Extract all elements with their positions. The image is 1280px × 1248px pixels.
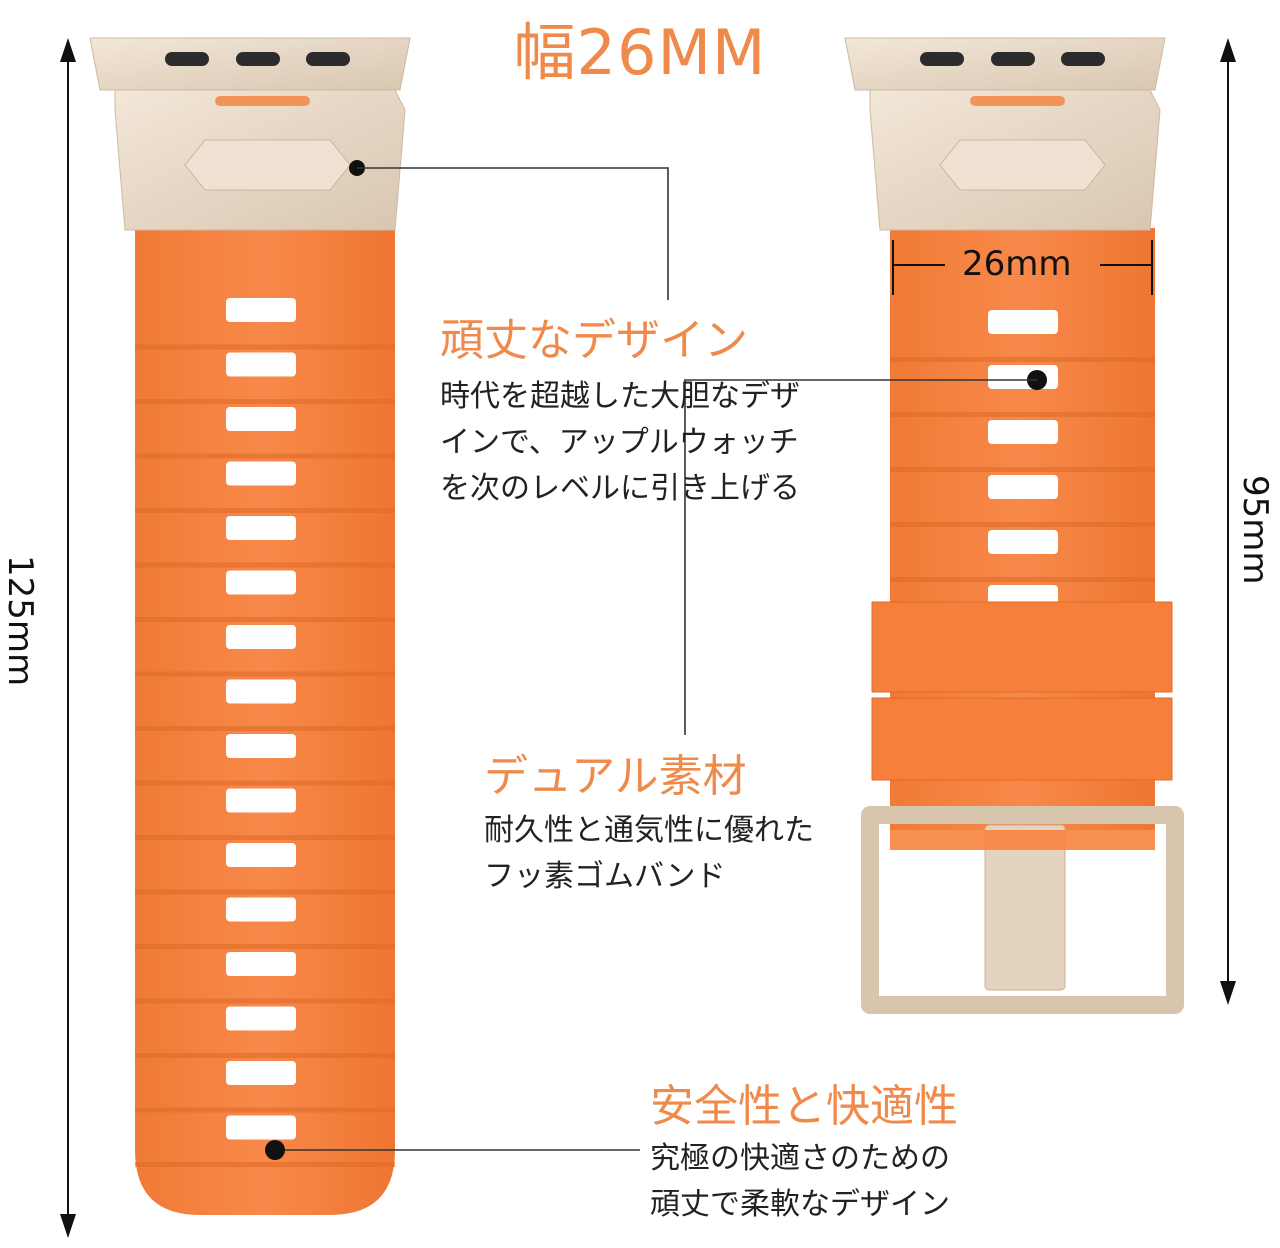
band-hole	[226, 516, 296, 540]
long-band	[89, 37, 411, 1215]
feature-safety-comfort: 安全性と快適性 究極の快適さのための 頑丈で柔軟なデザイン	[650, 1070, 958, 1228]
band-hole	[988, 420, 1058, 444]
band-hole	[226, 843, 296, 867]
band-hole	[226, 407, 296, 431]
band-hole	[226, 1061, 296, 1085]
band-groove	[135, 399, 395, 404]
band-hole	[226, 1115, 296, 1140]
band-groove	[135, 453, 395, 459]
total-length-label: 125mm	[0, 555, 40, 687]
feature-line: を次のレベルに引き上げる	[440, 471, 800, 506]
band-groove	[135, 344, 395, 350]
band-groove	[890, 467, 1155, 472]
band-groove	[135, 944, 395, 949]
feature-dual-material: デュアル素材 耐久性と通気性に優れた フッ素ゴムバンド	[484, 740, 814, 900]
width-label: 26mm	[962, 244, 1072, 284]
band-groove	[890, 357, 1155, 362]
feature-heading: 安全性と快適性	[650, 1081, 958, 1132]
band-hole	[226, 952, 296, 976]
band-groove	[135, 726, 395, 731]
feature-line: 究極の快適さのための	[650, 1141, 950, 1176]
band-hole	[226, 679, 296, 704]
band-groove	[135, 617, 395, 622]
band-groove	[135, 998, 395, 1004]
band-hole	[988, 475, 1058, 499]
band-groove	[890, 412, 1155, 417]
band-hole	[226, 352, 296, 377]
dimension-arrows	[60, 38, 1236, 1238]
band-groove	[135, 1107, 395, 1113]
band-hole	[226, 570, 296, 595]
band-groove	[135, 1053, 395, 1058]
feature-line: 耐久性と通気性に優れた	[484, 813, 814, 848]
band-groove	[135, 508, 395, 513]
band-hole	[226, 625, 296, 649]
band-hole	[226, 461, 296, 486]
band-groove	[890, 522, 1155, 527]
band-groove	[890, 577, 1155, 582]
band-hole	[988, 530, 1058, 554]
band-groove	[135, 1162, 395, 1167]
band-groove	[135, 835, 395, 840]
feature-line: インで、アップルウォッチ	[440, 425, 799, 460]
short-length-label: 95mm	[1235, 475, 1275, 585]
band-hole	[226, 788, 296, 813]
band-hole	[226, 298, 296, 322]
band-hole	[226, 897, 296, 922]
short-band	[844, 37, 1184, 1014]
page-title: 幅26MM	[513, 16, 767, 89]
band-groove	[135, 671, 395, 677]
band-hole	[988, 365, 1058, 389]
band-groove	[135, 780, 395, 786]
band-hole	[226, 1006, 296, 1031]
band-hole	[988, 310, 1058, 334]
feature-line: 時代を超越した大胆なデザ	[440, 379, 800, 414]
band-hole	[226, 734, 296, 758]
callout-lines	[275, 167, 1037, 1151]
feature-durable-design: 頑丈なデザイン 時代を超越した大胆なデザ インで、アップルウォッチ を次のレベル…	[440, 304, 800, 512]
band-groove	[135, 562, 395, 568]
band-groove	[135, 889, 395, 895]
feature-line: 頑丈で柔軟なデザイン	[650, 1187, 950, 1222]
feature-line: フッ素ゴムバンド	[484, 859, 726, 894]
feature-heading: 頑丈なデザイン	[440, 315, 748, 366]
feature-heading: デュアル素材	[484, 751, 747, 802]
